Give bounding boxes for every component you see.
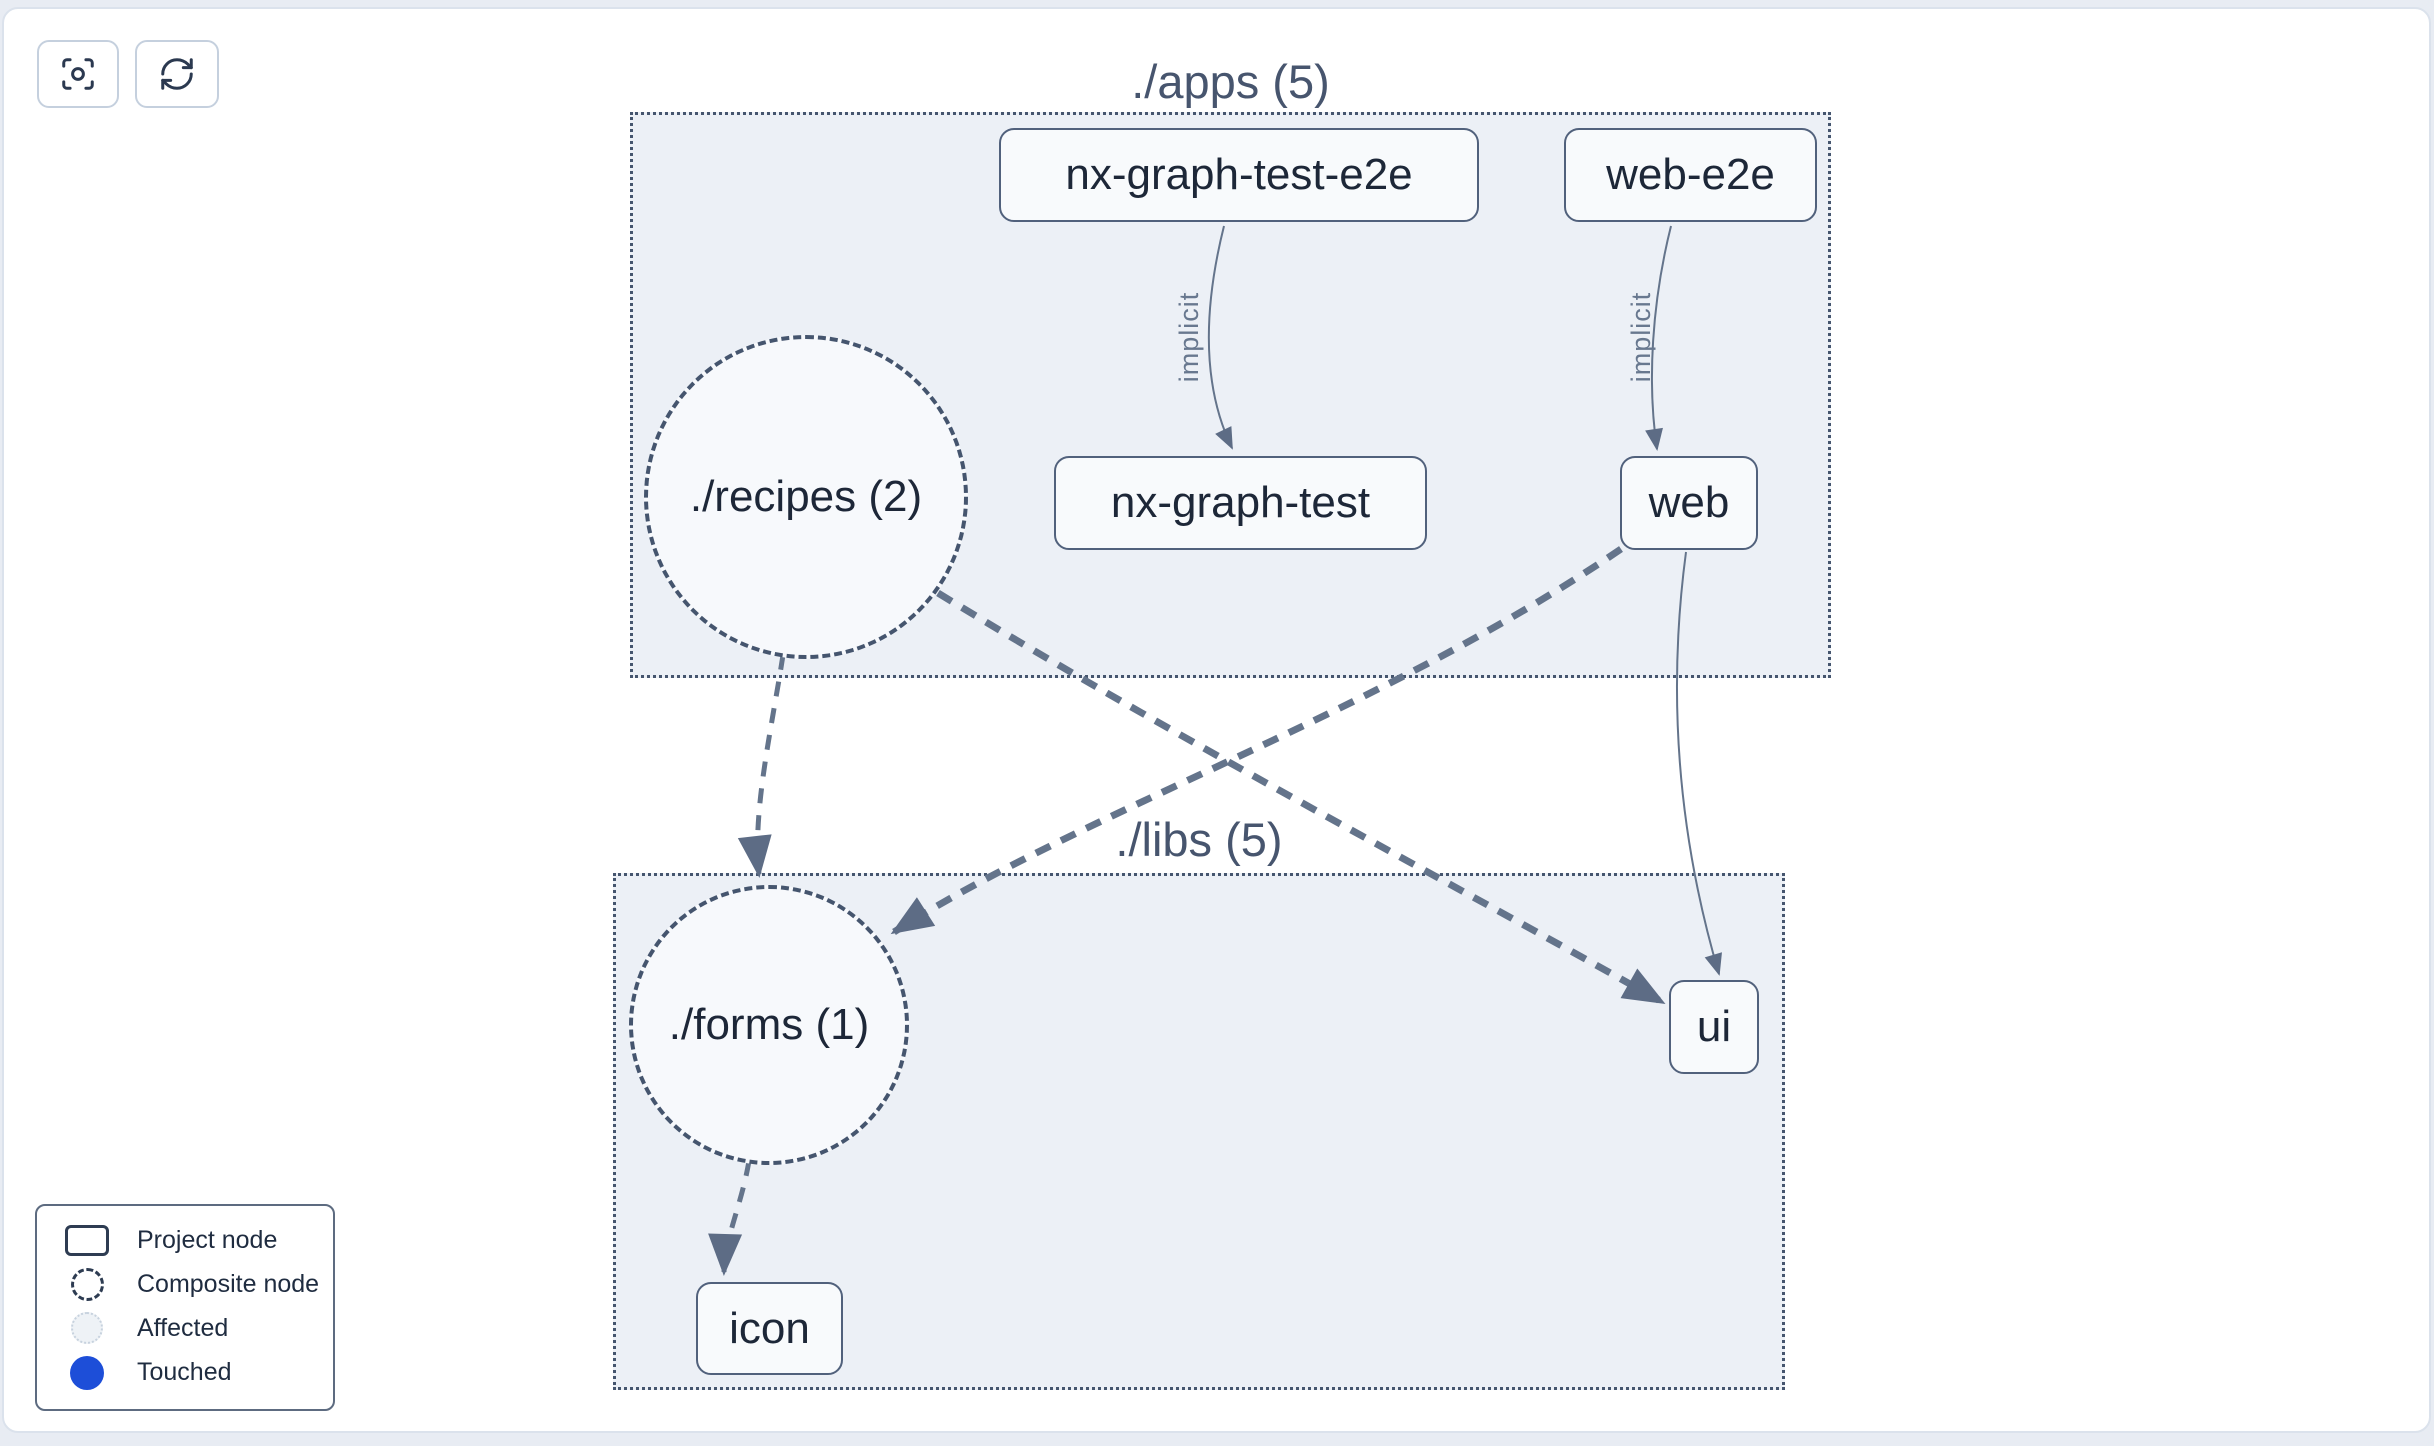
composite-node-forms-label: ./forms (1) (668, 1000, 870, 1049)
composite-node-recipes[interactable]: ./recipes (2) (644, 335, 968, 659)
project-node-web[interactable]: web (1620, 456, 1758, 550)
project-node-ui-label: ui (1696, 1002, 1732, 1051)
project-node-web-label: web (1648, 478, 1730, 527)
affected-swatch (71, 1312, 103, 1345)
project-node-ui[interactable]: ui (1669, 980, 1759, 1074)
legend-item-project-node: Project node (37, 1225, 333, 1257)
legend-label: Touched (137, 1358, 232, 1387)
focus-button[interactable] (37, 40, 119, 108)
graph-stage: ./apps (5) ./libs (5) implicit implicit (4, 9, 2429, 1431)
project-node-web-e2e[interactable]: web-e2e (1564, 128, 1817, 222)
composite-node-swatch (70, 1267, 104, 1301)
legend-item-touched: Touched (37, 1355, 333, 1390)
project-node-nx-graph-test-e2e-label: nx-graph-test-e2e (1065, 150, 1413, 199)
group-label-apps[interactable]: ./apps (5) (1131, 55, 1330, 108)
group-label-libs[interactable]: ./libs (5) (1115, 813, 1283, 866)
focus-icon (62, 58, 94, 90)
legend-label: Project node (137, 1226, 278, 1255)
composite-node-recipes-label: ./recipes (2) (689, 472, 923, 521)
legend-label: Affected (137, 1313, 229, 1342)
project-node-icon-label: icon (729, 1303, 810, 1353)
project-node-swatch (65, 1225, 109, 1257)
project-node-nx-graph-test-label: nx-graph-test (1110, 478, 1371, 527)
refresh-icon (161, 58, 193, 90)
project-node-web-e2e-label: web-e2e (1606, 150, 1775, 199)
touched-swatch (70, 1355, 104, 1390)
legend-item-composite-node: Composite node (37, 1267, 333, 1301)
project-node-nx-graph-test-e2e[interactable]: nx-graph-test-e2e (999, 128, 1479, 222)
legend-label: Composite node (137, 1269, 320, 1298)
legend-item-affected: Affected (37, 1312, 333, 1345)
project-node-nx-graph-test[interactable]: nx-graph-test (1054, 456, 1427, 550)
legend-panel: Project node Composite node Affected Tou… (35, 1204, 335, 1411)
refresh-button[interactable] (135, 40, 219, 108)
project-node-icon[interactable]: icon (696, 1282, 843, 1375)
composite-node-forms[interactable]: ./forms (1) (629, 885, 909, 1165)
graph-canvas[interactable]: ./apps (5) ./libs (5) implicit implicit (2, 7, 2431, 1433)
